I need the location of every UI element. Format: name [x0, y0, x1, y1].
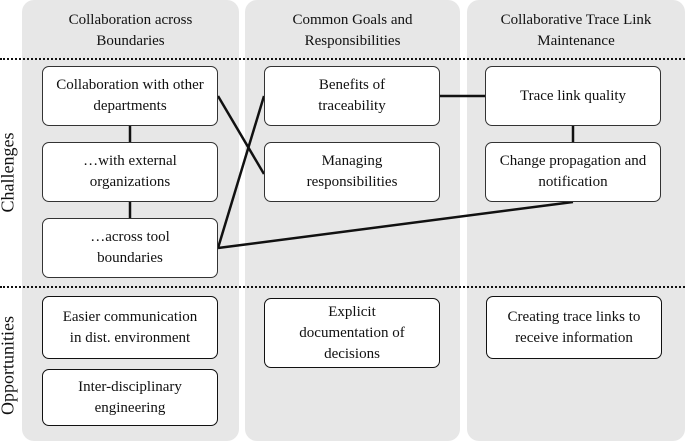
column-title: Collaboration across Boundaries	[68, 12, 193, 49]
opportunity-explicit-documentation: Explicit documentation of decisions	[264, 298, 440, 368]
header-divider	[0, 58, 685, 60]
challenge-collaboration-departments: Collaboration with other departments	[42, 66, 218, 126]
opportunity-inter-disciplinary: Inter-disciplinary engineering	[42, 369, 218, 426]
connector-tool-benefits	[216, 95, 266, 249]
section-divider	[0, 286, 685, 288]
connector-departments-responsibilities	[216, 95, 266, 175]
challenge-external-organizations: …with external organizations	[42, 142, 218, 202]
challenge-change-propagation: Change propagation and notification	[485, 142, 661, 202]
opportunity-easier-communication: Easier communication in dist. environmen…	[42, 296, 218, 359]
challenge-benefits-traceability: Benefits of traceability	[264, 66, 440, 126]
challenge-tool-boundaries: …across tool boundaries	[42, 218, 218, 278]
challenge-trace-link-quality: Trace link quality	[485, 66, 661, 126]
column-title: Collaborative Trace Link Maintenance	[500, 12, 652, 49]
opportunity-creating-trace-links: Creating trace links to receive informat…	[486, 296, 662, 359]
column-title: Common Goals and Responsibilities	[292, 12, 413, 49]
connector-tool-change	[217, 200, 574, 250]
challenge-managing-responsibilities: Managing responsibilities	[264, 142, 440, 202]
